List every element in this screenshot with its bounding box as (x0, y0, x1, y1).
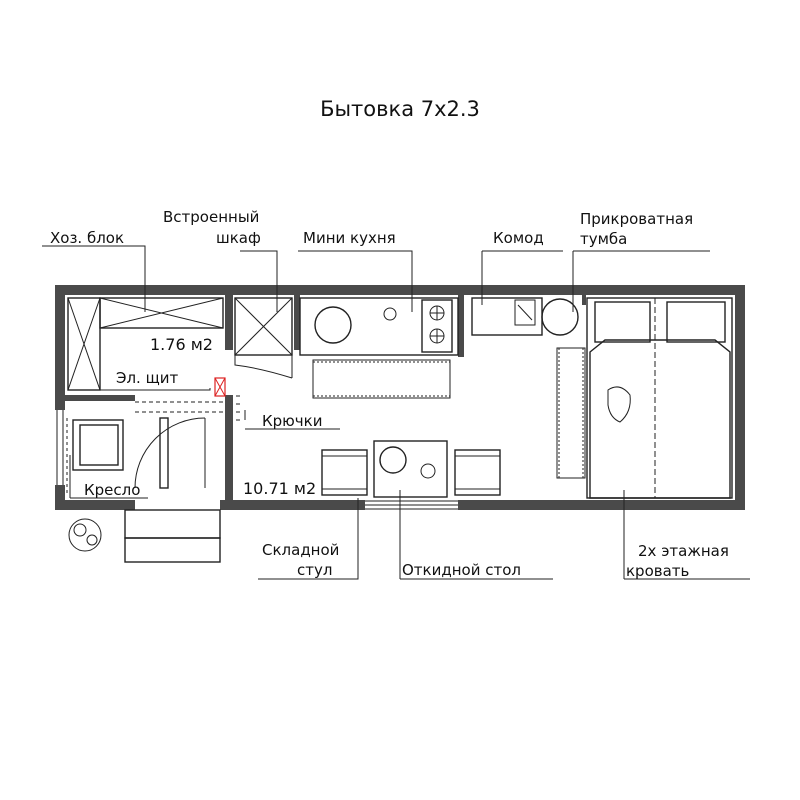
kitchen-rug (312, 359, 451, 399)
label-bedside-line1: Прикроватная (580, 210, 693, 228)
label-hooks: Крючки (262, 412, 322, 430)
label-wardrobe-line1: Встроенный (163, 208, 259, 226)
interior-door-outline (135, 401, 225, 413)
stove-icon (421, 299, 453, 353)
entry-steps (124, 509, 221, 563)
label-bunk-bed-line2: кровать (626, 562, 689, 580)
bedside-table (541, 298, 579, 336)
label-folding-chair-line1: Складной (262, 541, 339, 559)
plan-title: Бытовка 7х2.3 (320, 97, 480, 121)
interior-partitions (65, 295, 586, 505)
label-mini-kitchen: Мини кухня (303, 229, 396, 247)
kitchen-counter (299, 297, 459, 356)
built-in-wardrobe (234, 297, 293, 379)
label-folding-chair-line2: стул (297, 561, 332, 579)
label-bedside-line2: тумба (580, 230, 627, 248)
bottom-window (365, 500, 458, 510)
utility-storage (67, 297, 224, 391)
bedroom-rug (556, 347, 586, 479)
label-armchair: Кресло (84, 481, 140, 499)
exterior-walls (55, 285, 745, 510)
label-utility-block: Хоз. блок (50, 229, 124, 247)
armchair (66, 418, 124, 496)
left-window (56, 410, 64, 485)
flower-bush-icon (68, 518, 102, 552)
area-utility: 1.76 м2 (150, 335, 213, 354)
label-folding-table: Откидной стол (402, 561, 521, 579)
label-dresser: Комод (493, 229, 544, 247)
folding-chair-right (454, 449, 501, 496)
sink-icon (314, 306, 352, 344)
folding-table (373, 440, 448, 498)
callouts (42, 245, 750, 580)
cat-icon (607, 386, 631, 423)
label-electrical-panel: Эл. щит (116, 369, 178, 387)
folding-chair-left (321, 449, 368, 496)
label-wardrobe-line2: шкаф (216, 229, 261, 247)
hooks-icon (236, 395, 240, 421)
bunk-bed (586, 297, 733, 499)
electrical-panel-icon (214, 377, 226, 397)
label-bunk-bed-line1: 2х этажная (638, 542, 729, 560)
area-main: 10.71 м2 (243, 479, 316, 498)
entry-door (134, 417, 206, 489)
